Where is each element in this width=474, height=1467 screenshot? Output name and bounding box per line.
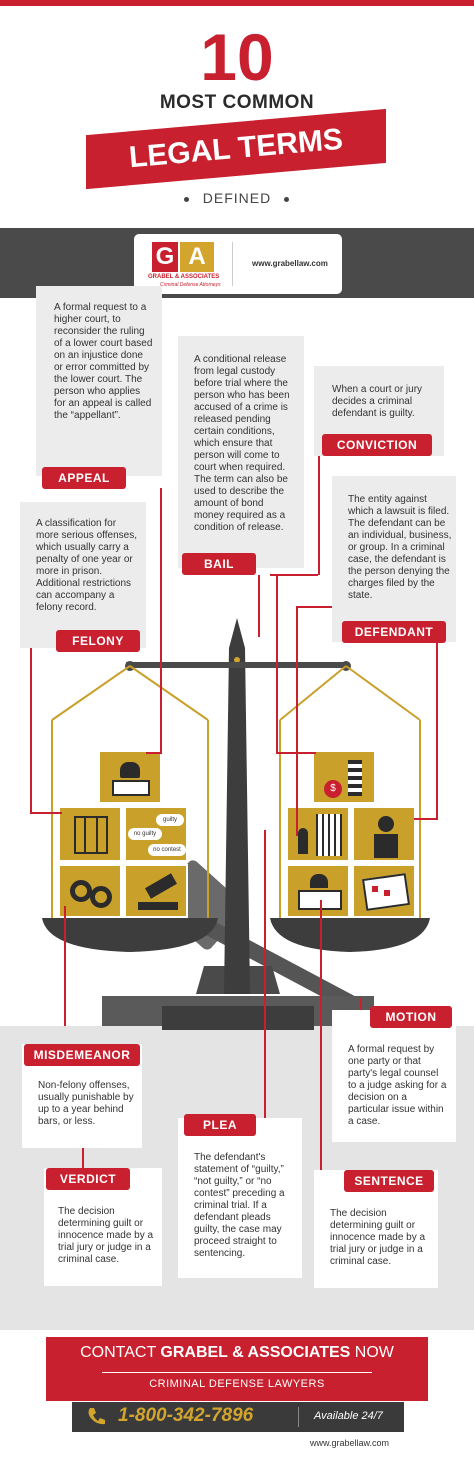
title-line-1: MOST COMMON	[159, 92, 315, 113]
misdemeanor-label: MISDEMEANOR	[24, 1044, 140, 1066]
bullet-icon	[284, 197, 289, 202]
title-line-3: DEFINED	[202, 190, 272, 206]
logo-divider	[232, 242, 233, 286]
defendant-card	[332, 476, 456, 642]
logo-name: GRABEL & ASSOCIATES	[148, 274, 220, 280]
contact-banner[interactable]	[46, 1337, 428, 1401]
phone-bar[interactable]	[72, 1402, 404, 1432]
logo-url[interactable]: www.grabellaw.com	[252, 259, 328, 268]
contact-title: CONTACT GRABEL & ASSOCIATES NOW	[80, 1344, 394, 1361]
availability: Available 24/7	[314, 1410, 383, 1422]
cell-door-icon	[286, 806, 350, 862]
bail-card	[178, 336, 304, 568]
felony-label: FELONY	[56, 630, 140, 652]
header	[0, 0, 474, 228]
top-stripe	[0, 0, 474, 6]
judge-icon	[98, 750, 162, 804]
scale-pan-right	[270, 918, 430, 952]
sentence-label: SENTENCE	[344, 1170, 434, 1192]
scale-pillar	[224, 648, 250, 994]
defendant-definition: The entity against which a lawsuit is fi…	[348, 494, 452, 601]
motion-label: MOTION	[370, 1006, 452, 1028]
handcuffs-icon	[58, 864, 122, 918]
conviction-label: CONVICTION	[322, 434, 432, 456]
appeal-definition: A formal request to a higher court, to r…	[54, 302, 153, 421]
title-number: 10	[200, 20, 274, 94]
felony-card	[20, 502, 146, 648]
misdemeanor-definition: Non-felony offenses, usually punishable …	[38, 1080, 134, 1127]
phone-icon	[88, 1408, 105, 1425]
plea-card	[178, 1118, 302, 1278]
logo-subtitle: Criminal Defense Attorneys	[160, 282, 221, 288]
contact-divider	[102, 1372, 372, 1373]
calendar-icon	[352, 864, 416, 918]
bail-definition: A conditional release from legal custody…	[194, 354, 290, 533]
courtroom-icon	[286, 864, 350, 918]
felony-definition: A classification for more serious offens…	[36, 518, 137, 613]
bullet-icon	[184, 197, 189, 202]
scale-pan-left	[42, 918, 218, 952]
footer-url[interactable]: www.grabellaw.com	[310, 1438, 390, 1448]
sentence-definition: The decision determining guilt or innoce…	[330, 1208, 426, 1267]
bail-money-icon: $	[312, 750, 376, 804]
phone-divider	[298, 1407, 299, 1427]
contact-subtitle: CRIMINAL DEFENSE LAWYERS	[149, 1378, 325, 1390]
bail-label: BAIL	[182, 553, 256, 575]
appeal-card	[36, 286, 162, 476]
motion-card	[332, 1010, 456, 1142]
plea-definition: The defendant's statement of “guilty,” “…	[194, 1152, 285, 1259]
plea-bubbles-icon: guilty no guilty no contest	[124, 806, 188, 862]
jail-icon	[58, 806, 122, 862]
logo-mark-a: A	[180, 242, 214, 272]
lineup-icon	[352, 806, 416, 862]
gavel-tile-icon	[124, 864, 188, 918]
verdict-label: VERDICT	[46, 1168, 130, 1190]
logo-mark-g: G	[152, 242, 178, 272]
conviction-definition: When a court or jury decides a criminal …	[332, 384, 423, 419]
motion-definition: A formal request by one party or that pa…	[348, 1044, 447, 1127]
scale-beam	[126, 662, 348, 668]
phone-number[interactable]: 1-800-342-7896	[118, 1405, 254, 1426]
plea-label: PLEA	[184, 1114, 256, 1136]
appeal-label: APPEAL	[42, 467, 126, 489]
verdict-definition: The decision determining guilt or innoce…	[58, 1206, 154, 1265]
defendant-label: DEFENDANT	[342, 621, 446, 643]
